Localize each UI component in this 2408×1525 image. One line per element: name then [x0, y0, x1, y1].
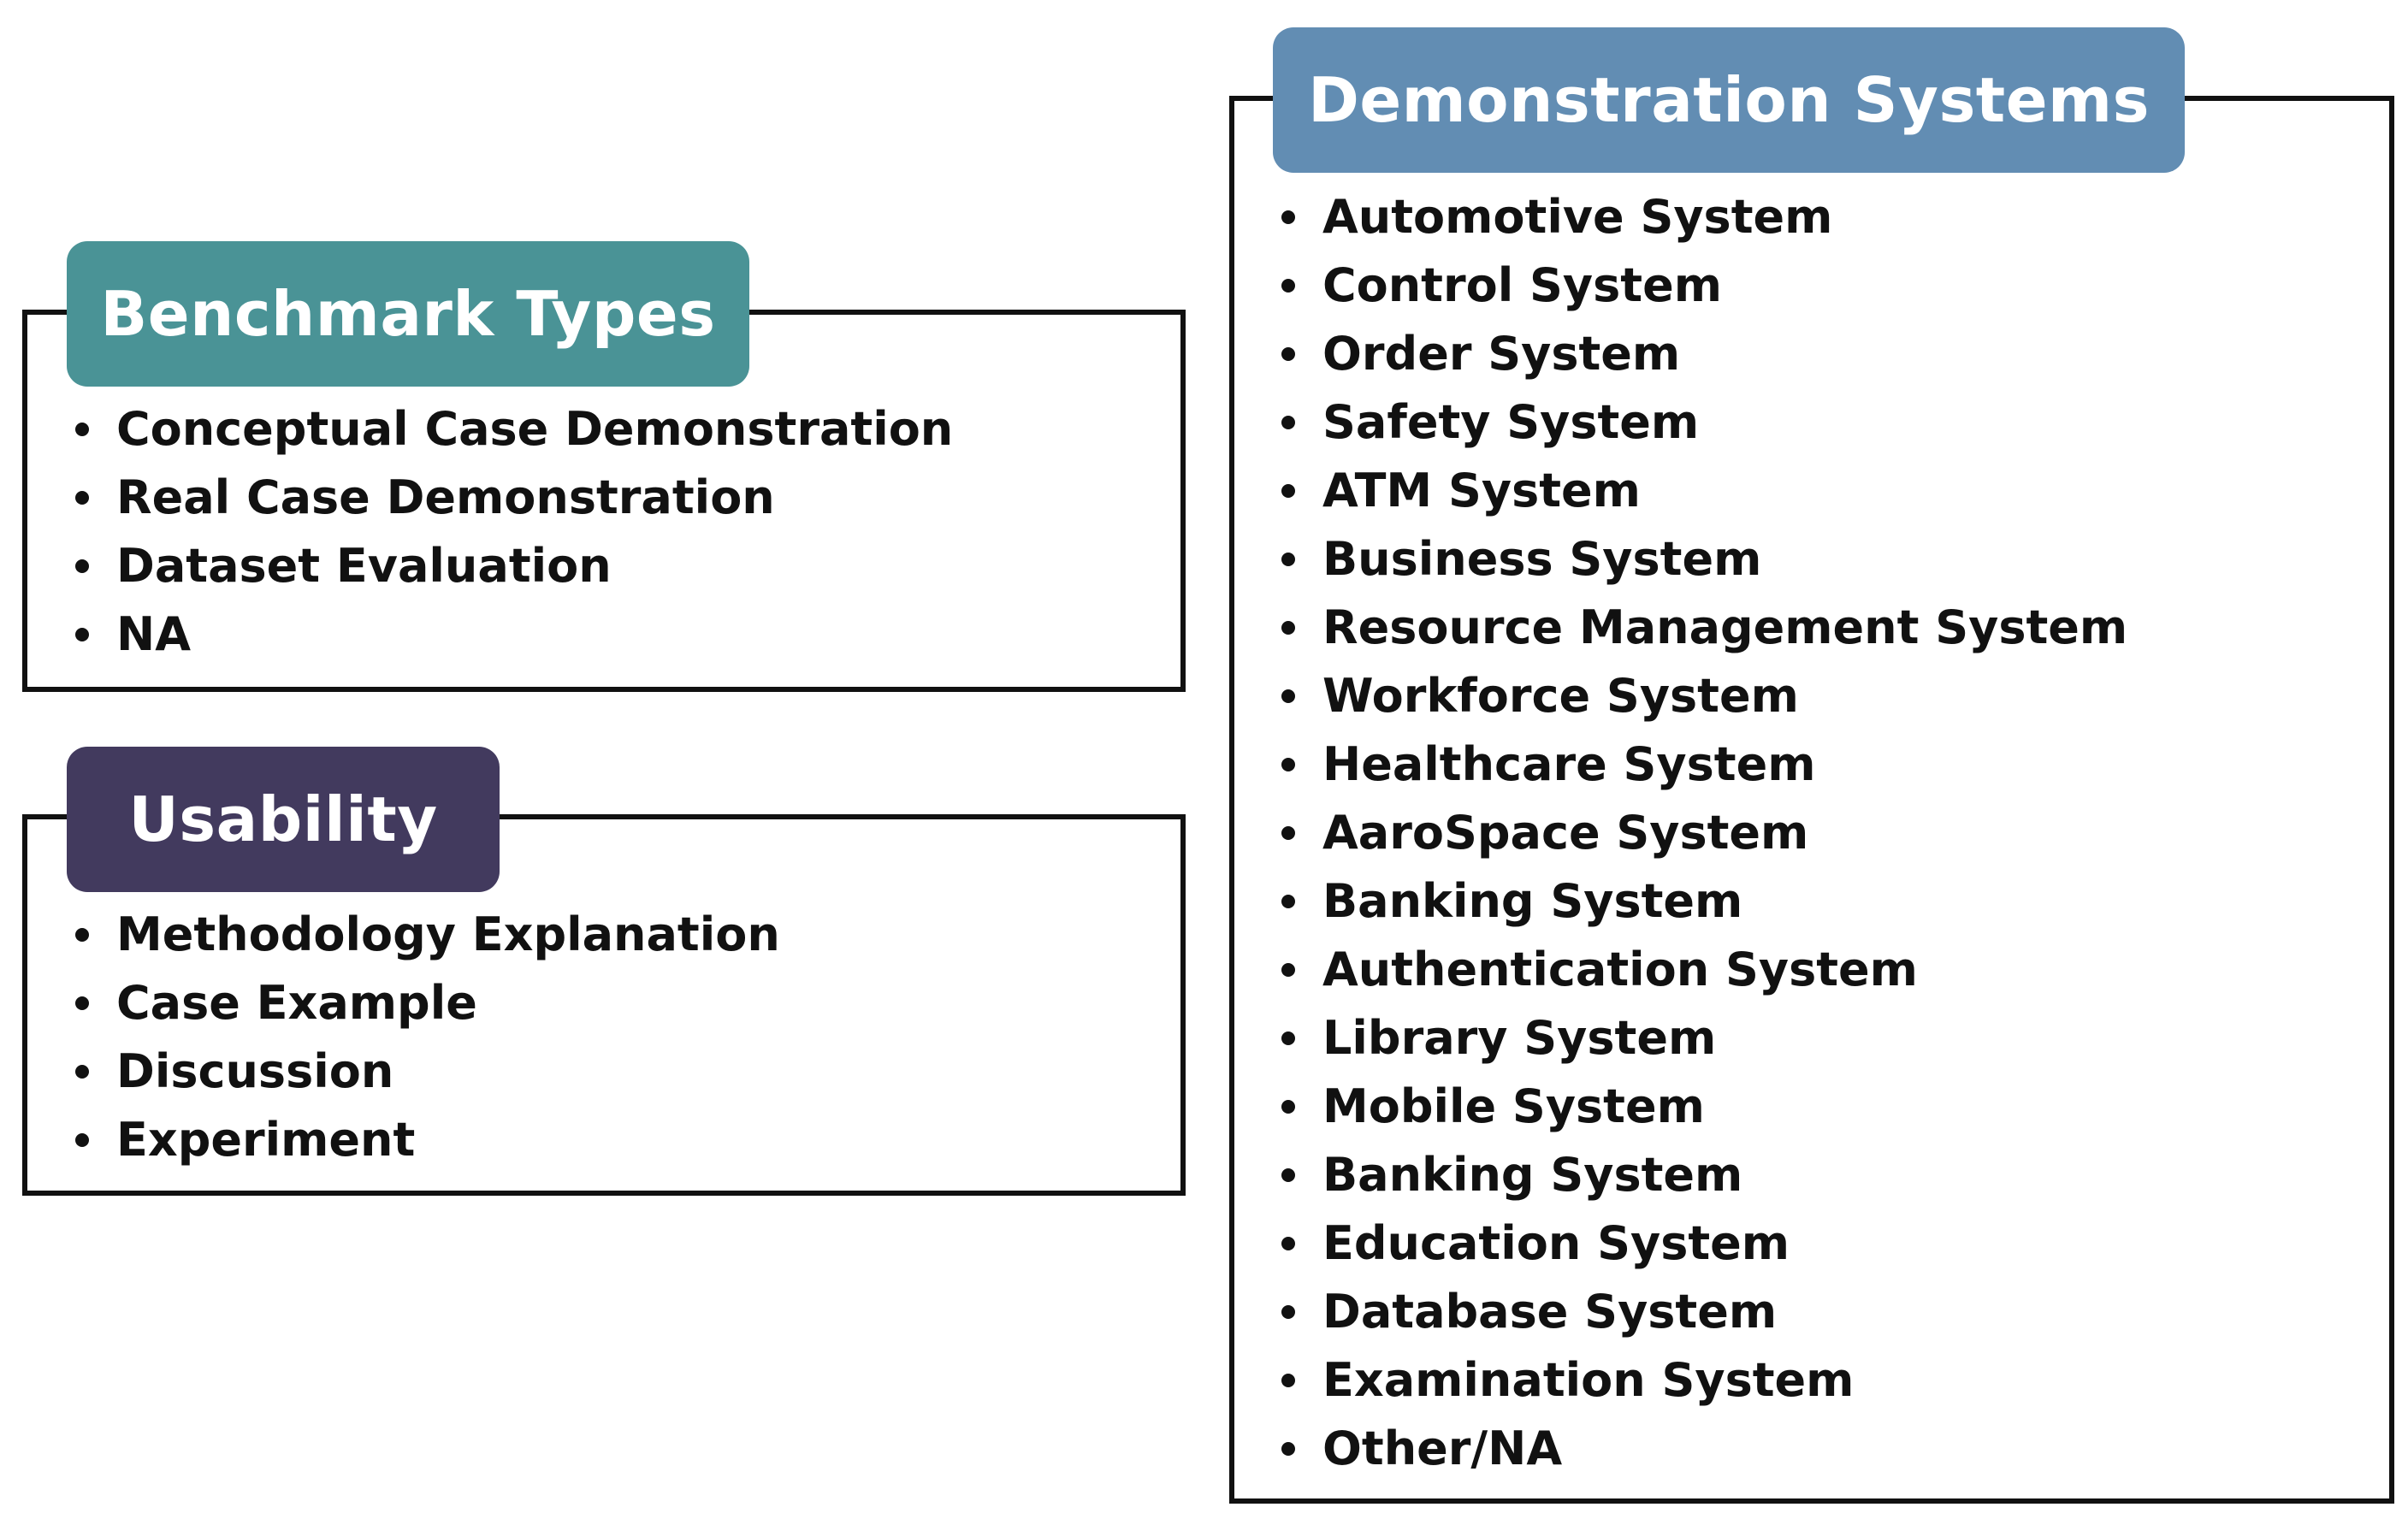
list-item-label: Dataset Evaluation [116, 539, 612, 593]
list-item-label: NA [116, 607, 191, 661]
bullet-icon [1281, 963, 1295, 977]
list-item-label: Banking System [1322, 1148, 1743, 1202]
list-item: Examination System [1275, 1346, 2127, 1415]
bullet-icon [1281, 484, 1295, 498]
bullet-icon [75, 491, 89, 505]
bullet-icon [1281, 1237, 1295, 1250]
list-item: Healthcare System [1275, 730, 2127, 799]
list-item-label: Business System [1322, 532, 1762, 586]
list-item: Automotive System [1275, 183, 2127, 251]
benchmark-types-header: Benchmark Types [67, 241, 749, 387]
list-item-label: Examination System [1322, 1353, 1855, 1407]
list-item-label: Order System [1322, 327, 1681, 381]
list-item-label: Database System [1322, 1285, 1778, 1339]
list-item: Business System [1275, 525, 2127, 594]
list-item: Safety System [1275, 388, 2127, 457]
list-item: Case Example [68, 969, 780, 1037]
list-item: Banking System [1275, 867, 2127, 936]
bullet-icon [75, 1133, 89, 1147]
list-item-label: Mobile System [1322, 1079, 1705, 1133]
bullet-icon [75, 928, 89, 942]
bullet-icon [1281, 826, 1295, 840]
bullet-icon [1281, 1374, 1295, 1387]
list-item-label: Safety System [1322, 395, 1700, 449]
list-item: ATM System [1275, 457, 2127, 525]
list-item-label: AaroSpace System [1322, 806, 1809, 860]
list-item-label: ATM System [1322, 464, 1641, 517]
list-item-label: Education System [1322, 1216, 1790, 1270]
list-item: Experiment [68, 1106, 780, 1174]
list-item-label: Conceptual Case Demonstration [116, 402, 954, 456]
list-item: Database System [1275, 1278, 2127, 1346]
bullet-icon [1281, 279, 1295, 293]
bullet-icon [1281, 1442, 1295, 1456]
benchmark-types-list: Conceptual Case Demonstration Real Case … [68, 395, 953, 669]
list-item: Real Case Demonstration [68, 464, 953, 532]
list-item-label: Banking System [1322, 874, 1743, 928]
list-item: Library System [1275, 1004, 2127, 1073]
list-item-label: Control System [1322, 258, 1722, 312]
bullet-icon [75, 996, 89, 1010]
list-item: Banking System [1275, 1141, 2127, 1209]
bullet-icon [1281, 210, 1295, 224]
bullet-icon [75, 1065, 89, 1079]
list-item: Control System [1275, 251, 2127, 320]
list-item: Authentication System [1275, 936, 2127, 1004]
list-item-label: Healthcare System [1322, 737, 1816, 791]
list-item-label: Automotive System [1322, 190, 1833, 244]
list-item-label: Experiment [116, 1113, 416, 1167]
bullet-icon [75, 559, 89, 573]
list-item-label: Discussion [116, 1044, 394, 1098]
list-item-label: Workforce System [1322, 669, 1799, 723]
bullet-icon [1281, 1305, 1295, 1319]
list-item: Resource Management System [1275, 594, 2127, 662]
demonstration-systems-panel [1229, 96, 2394, 1504]
list-item-label: Methodology Explanation [116, 907, 780, 961]
bullet-icon [1281, 758, 1295, 771]
list-item: Other/NA [1275, 1415, 2127, 1483]
bullet-icon [1281, 1100, 1295, 1114]
usability-header: Usability [67, 747, 500, 892]
bullet-icon [1281, 895, 1295, 908]
bullet-icon [1281, 1031, 1295, 1045]
list-item-label: Real Case Demonstration [116, 470, 775, 524]
list-item: AaroSpace System [1275, 799, 2127, 867]
demonstration-systems-header: Demonstration Systems [1273, 27, 2185, 173]
bullet-icon [75, 628, 89, 641]
bullet-icon [1281, 553, 1295, 566]
list-item-label: Library System [1322, 1011, 1717, 1065]
list-item: Mobile System [1275, 1073, 2127, 1141]
list-item-label: Other/NA [1322, 1422, 1563, 1475]
bullet-icon [75, 423, 89, 436]
list-item: Dataset Evaluation [68, 532, 953, 600]
list-item: NA [68, 600, 953, 669]
bullet-icon [1281, 621, 1295, 635]
list-item: Conceptual Case Demonstration [68, 395, 953, 464]
list-item-label: Resource Management System [1322, 600, 2128, 654]
usability-list: Methodology Explanation Case Example Dis… [68, 901, 780, 1174]
bullet-icon [1281, 347, 1295, 361]
list-item-label: Case Example [116, 976, 477, 1030]
list-item: Methodology Explanation [68, 901, 780, 969]
bullet-icon [1281, 1168, 1295, 1182]
bullet-icon [1281, 689, 1295, 703]
list-item: Education System [1275, 1209, 2127, 1278]
list-item-label: Authentication System [1322, 943, 1918, 996]
bullet-icon [1281, 416, 1295, 429]
demonstration-systems-list: Automotive System Control System Order S… [1275, 183, 2127, 1483]
list-item: Discussion [68, 1037, 780, 1106]
list-item: Order System [1275, 320, 2127, 388]
list-item: Workforce System [1275, 662, 2127, 730]
